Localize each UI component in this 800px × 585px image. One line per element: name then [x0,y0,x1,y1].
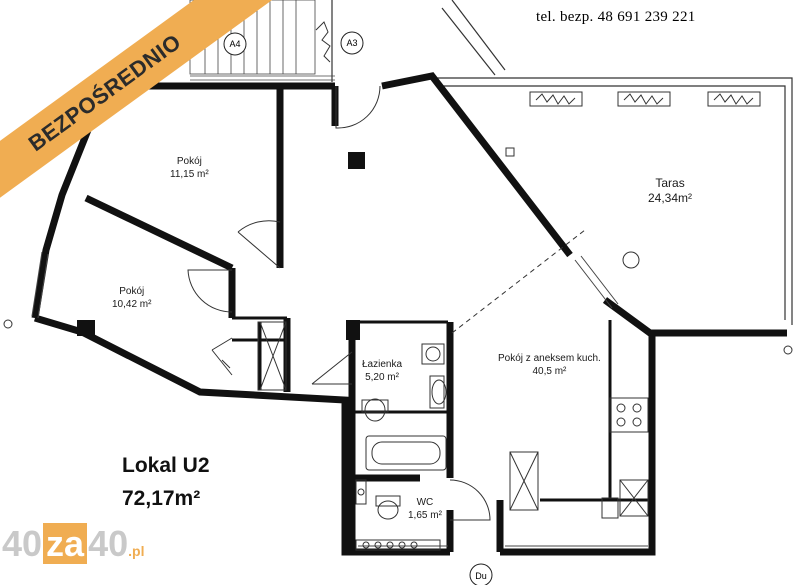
unit-name: Lokal U2 [122,454,210,477]
terrace-outline [331,0,793,325]
logo-suffix: .pl [128,543,145,559]
svg-text:A3: A3 [346,38,357,48]
room-area: 5,20 m² [365,372,399,383]
unit-summary: Lokal U2 72,17m² [122,449,210,515]
room-label-living-kitchen: Pokój z aneksem kuch. 40,5 m² [498,352,601,378]
room-label-bedroom-2: Pokój 10,42 m² [112,285,151,311]
doors [187,85,491,521]
unit-area: 72,17m² [122,487,201,510]
room-area: 10,42 m² [112,299,152,310]
room-area: 11,15 m² [170,169,209,180]
logo-part2: za [43,523,88,564]
room-name: Taras [655,176,685,190]
radiator [355,539,441,551]
contact-phone: tel. bezp. 48 691 239 221 [536,9,696,25]
room-label-bedroom-1: Pokój 11,15 m² [170,155,209,181]
room-area: 1,65 m² [408,510,442,521]
logo-part1: 40 [2,523,43,564]
marker-a3: A3 [340,31,364,55]
terrace-drain [622,251,640,269]
pier [346,320,360,340]
post [3,319,13,329]
planters [315,21,761,107]
svg-text:A4: A4 [229,39,240,49]
room-area: 40,5 m² [532,366,567,377]
room-label-bathroom: Łazienka 5,20 m² [362,358,402,384]
drain [505,147,515,157]
marker-a4: A4 [223,32,247,56]
room-name: Pokój [119,286,145,297]
post [783,345,793,355]
room-name: Pokój z aneksem kuch. [498,353,601,364]
kitchen-fixtures [257,321,649,519]
pier [77,320,95,336]
room-label-wc: WC 1,65 m² [408,496,442,522]
room-label-terrace: Taras 24,34m² [648,176,692,206]
walls [31,72,787,556]
room-area: 24,34m² [648,191,693,205]
bathroom-fixtures [355,343,447,520]
marker-du: Du [469,563,493,585]
kitchen-opening [451,229,586,334]
svg-text:Du: Du [475,571,487,581]
room-name: Łazienka [362,359,403,370]
room-name: Pokój [176,156,202,167]
room-name: WC [416,497,434,508]
windows [31,251,648,547]
partitions [232,316,650,502]
column [348,152,365,169]
logo-part3: 40 [88,523,129,564]
